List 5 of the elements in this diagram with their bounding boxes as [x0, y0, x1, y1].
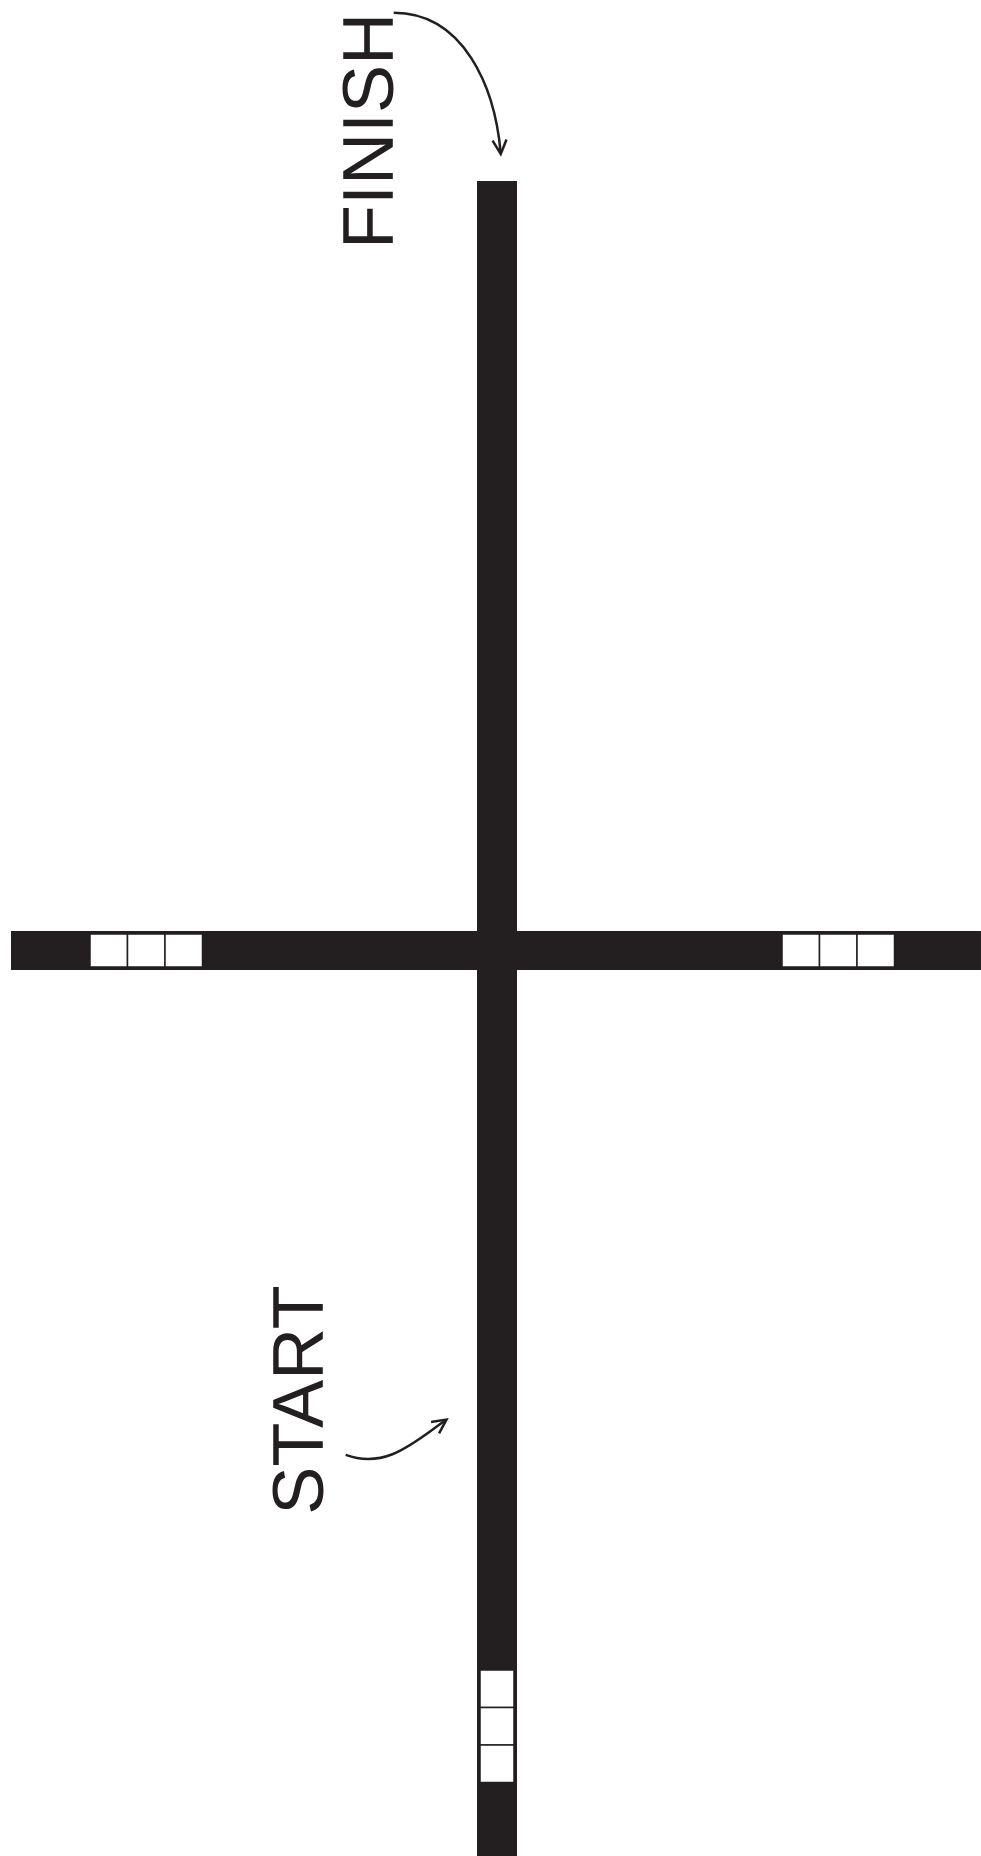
label-text: FINISH [342, 18, 394, 244]
curved-arrow [345, 1418, 449, 1461]
road-bar [477, 181, 517, 1856]
label-text: START [272, 1286, 324, 1512]
curved-arrow [393, 11, 508, 157]
